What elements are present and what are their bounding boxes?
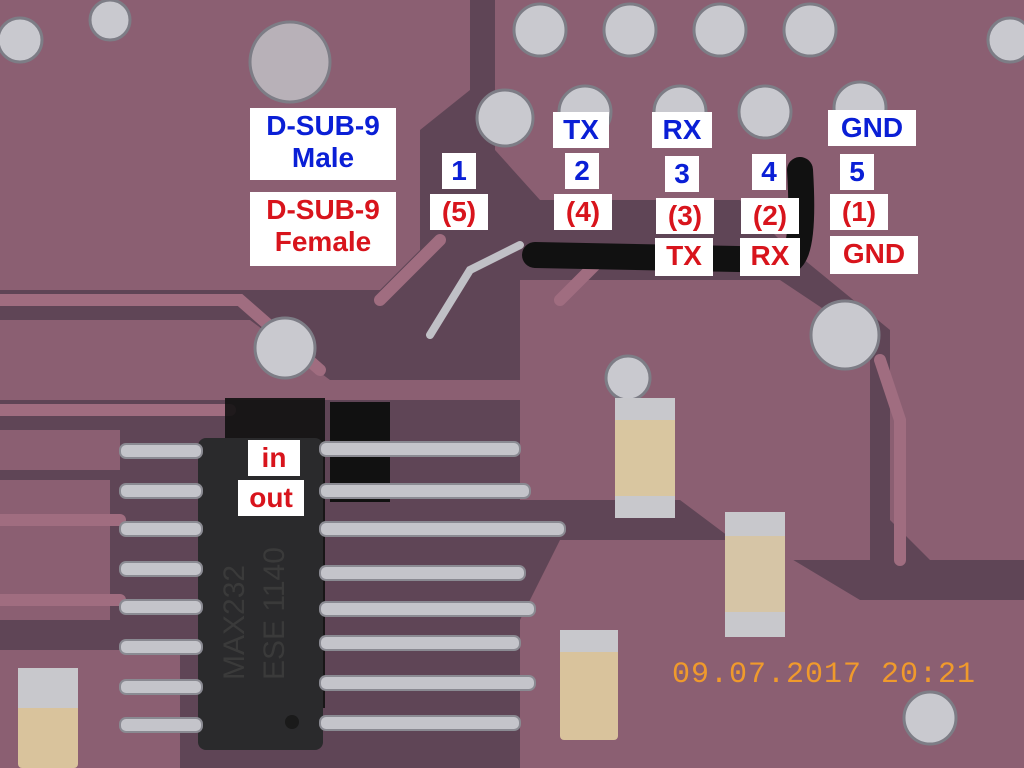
pin-2-label: 2 [565, 153, 599, 189]
female-rx-label: RX [740, 238, 800, 276]
dsub-female-line2: Female [274, 226, 372, 258]
male-gnd-label: GND [828, 110, 916, 146]
date-stamp: 09.07.2017 20:21 [672, 658, 977, 692]
female-pin-3-label: (3) [656, 198, 714, 234]
chip-marking-line1: MAX232 [218, 564, 251, 680]
female-pin-1-label: (1) [830, 194, 888, 230]
dsub-male-line1: D-SUB-9 [266, 110, 380, 141]
pin-5-label: 5 [840, 154, 874, 190]
pin-1-label: 1 [442, 153, 476, 189]
dsub-male-label: D-SUB-9 Male [250, 108, 396, 180]
pcb-traces [0, 234, 906, 606]
dsub-male-line2: Male [291, 142, 355, 174]
male-rx-label: RX [652, 112, 712, 148]
female-pin-2-label: (2) [741, 198, 799, 234]
male-tx-label: TX [553, 112, 609, 148]
female-gnd-label: GND [830, 236, 918, 274]
dsub-female-line1: D-SUB-9 [266, 194, 380, 225]
out-label: out [238, 480, 304, 516]
pin-3-label: 3 [665, 156, 699, 192]
pin-4-label: 4 [752, 154, 786, 190]
max232-chip [119, 398, 566, 750]
dsub-female-label: D-SUB-9 Female [250, 192, 396, 266]
female-pin-4-label: (4) [554, 194, 612, 230]
in-label: in [248, 440, 300, 476]
chip-marking-line2: ESE 1140 [258, 547, 291, 680]
female-tx-label: TX [655, 238, 713, 276]
female-pin-5-label: (5) [430, 194, 488, 230]
smd-capacitors [18, 398, 785, 768]
